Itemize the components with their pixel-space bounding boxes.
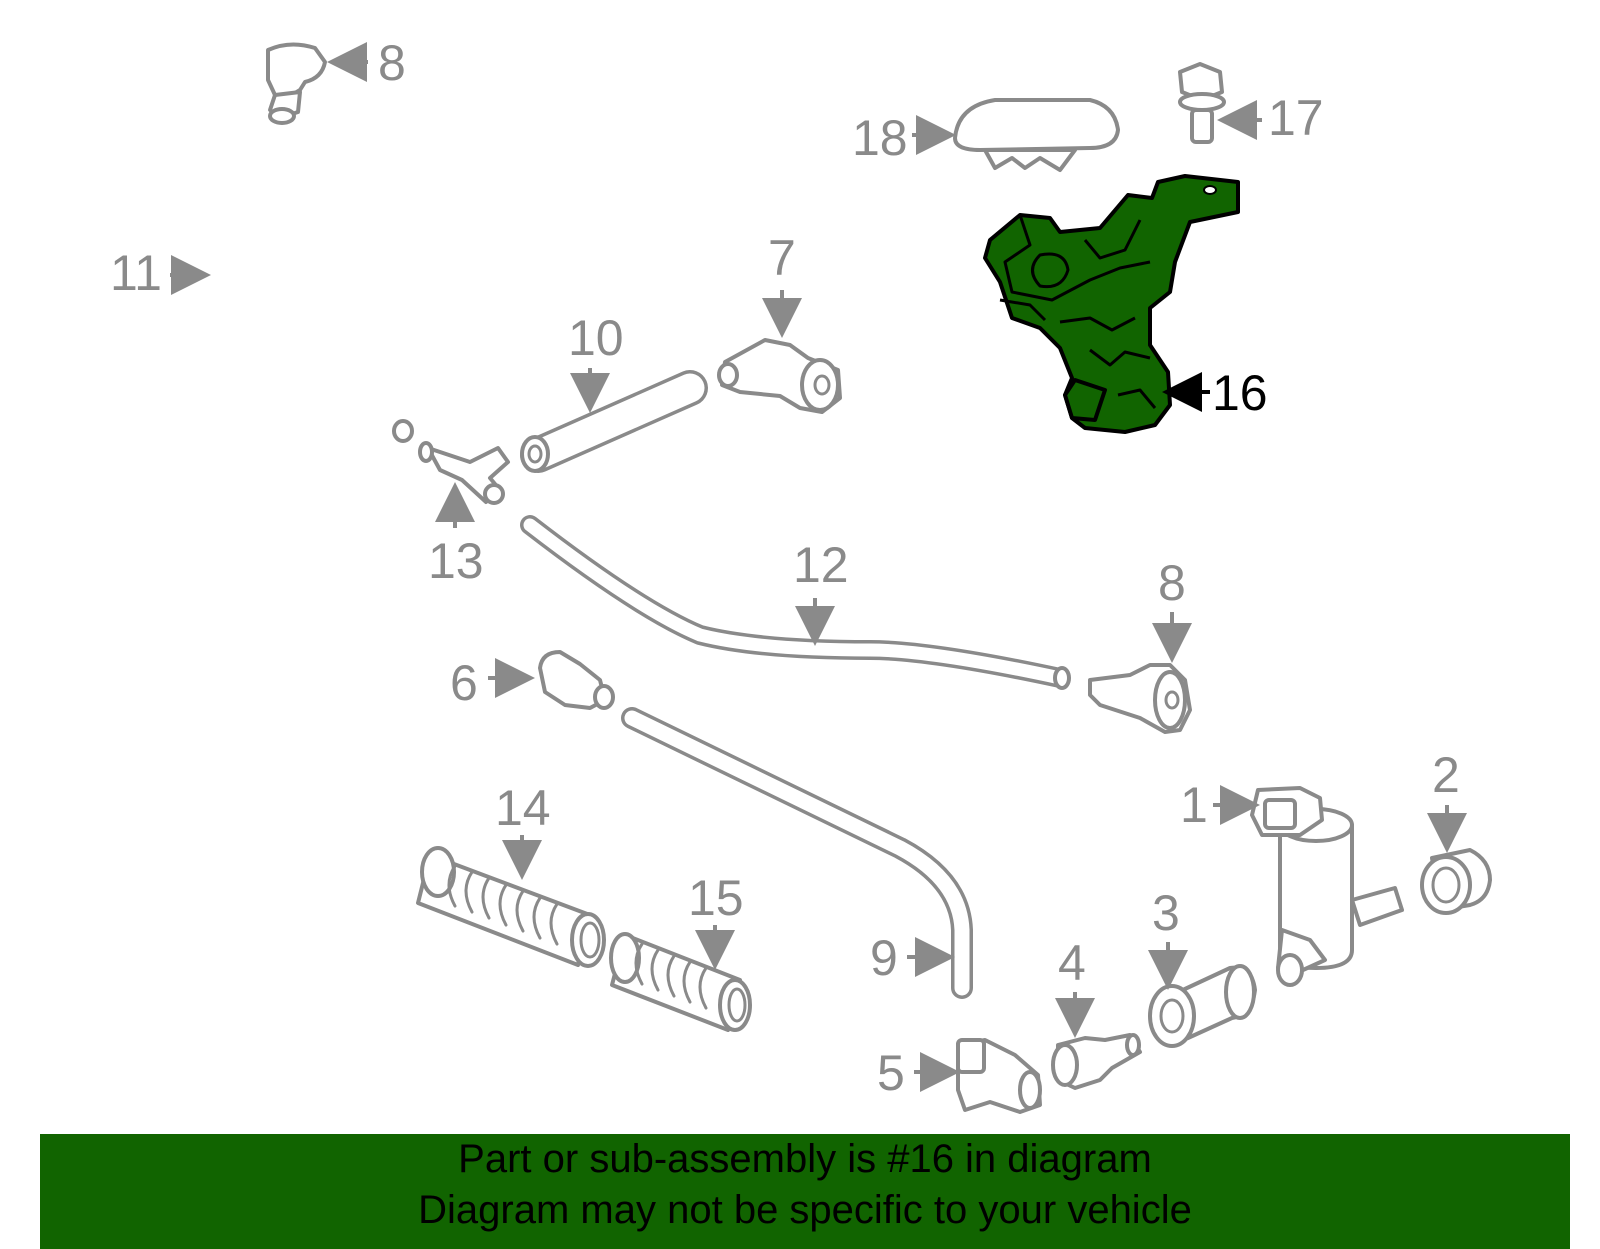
callout-8-right-label: 8 [1158,555,1186,611]
callout-10: 10 [568,310,624,413]
callout-5: 5 [877,1045,960,1101]
callout-17: 17 [1217,90,1324,146]
part-17-bolt[interactable] [1178,62,1226,144]
callout-11: 11 [110,245,211,301]
callout-14: 14 [495,780,551,880]
callout-10-label: 10 [568,310,624,366]
callout-8-top: 8 [327,35,406,91]
callout-18-label: 18 [852,110,908,166]
callout-12: 12 [793,537,849,646]
part-13-t-connector[interactable] [418,441,510,505]
callout-12-label: 12 [793,537,849,593]
part-6-connector[interactable] [538,650,615,710]
callout-1-label: 1 [1180,777,1208,833]
part-2-grommet[interactable] [1420,848,1492,915]
part-8-top-nozzle[interactable] [266,42,327,125]
callout-4: 4 [1055,935,1095,1038]
callout-6-label: 6 [450,655,478,711]
callout-15: 15 [688,870,744,970]
callout-7: 7 [762,230,802,338]
info-banner: Part or sub-assembly is #16 in diagram D… [40,1134,1570,1249]
callout-13: 13 [428,482,484,589]
part-4-connector[interactable] [1051,1033,1142,1090]
callout-6: 6 [450,655,535,711]
callout-4-label: 4 [1058,935,1086,991]
callout-9-label: 9 [870,930,898,986]
callout-8-top-label: 8 [378,35,406,91]
part-7-connector[interactable] [717,338,842,414]
callout-3: 3 [1148,885,1188,990]
part-14-sleeve[interactable] [416,846,606,968]
callout-15-label: 15 [688,870,744,926]
callout-17-label: 17 [1268,90,1324,146]
part-10-hose[interactable] [520,370,708,473]
callout-2-label: 2 [1432,747,1460,803]
part-11-hose[interactable] [204,137,414,446]
callout-18: 18 [852,110,956,166]
part-12-hose[interactable] [520,515,1071,690]
callout-2: 2 [1427,747,1467,853]
part-1-pump[interactable] [1250,786,1404,987]
banner-line-1: Part or sub-assembly is #16 in diagram [458,1137,1152,1181]
part-9-hose[interactable] [621,707,973,999]
part-15-sleeve[interactable] [609,932,752,1032]
callout-8-right: 8 [1152,555,1192,663]
part-18-cap[interactable] [953,98,1120,172]
callout-3-label: 3 [1152,885,1180,941]
callout-5-label: 5 [877,1045,905,1101]
part-3-grommet[interactable] [1148,964,1257,1048]
part-8-right-nozzle[interactable] [1088,663,1192,734]
banner-line-2: Diagram may not be specific to your vehi… [418,1188,1192,1232]
callout-13-label: 13 [428,533,484,589]
callout-7-label: 7 [768,230,796,286]
part-5-connector[interactable] [956,1038,1042,1114]
part-16-bracket-highlighted[interactable] [983,174,1240,434]
callout-9: 9 [870,930,955,986]
callout-11-label: 11 [110,245,162,301]
callout-14-label: 14 [495,780,551,836]
callout-16-label: 16 [1212,365,1268,421]
callout-16: 16 [1162,365,1268,421]
callout-1: 1 [1180,777,1260,833]
